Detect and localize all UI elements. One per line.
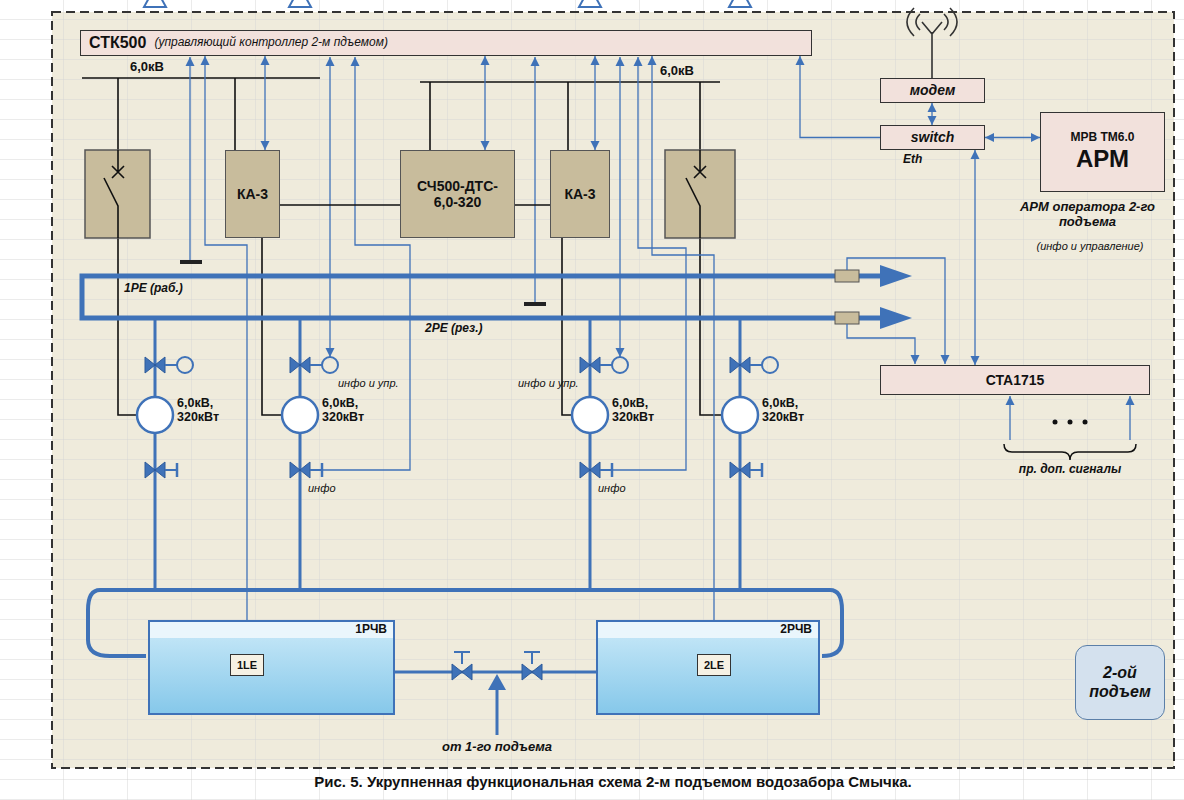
workstation-note: (инфо и управление) (1020, 240, 1160, 253)
voltage-label: 6,0кВ (130, 60, 164, 75)
signal-note: инфо и упр. (518, 377, 579, 390)
node-text: МРВ ТМ6.0 (1070, 131, 1134, 145)
pump-rating: 6,0кВ, 320кВт (612, 396, 672, 425)
sensor-label: 2РЕ (рез.) (425, 322, 482, 336)
pump-rating: 6,0кВ, 320кВт (762, 396, 822, 425)
signal-link (985, 137, 1040, 138)
inlet-label: от 1-го подъема (427, 740, 567, 755)
signal-link (264, 56, 265, 150)
network-label: Eth (903, 153, 922, 167)
signals-brace (1004, 444, 1136, 460)
water-tank: 1РЧВ 1LE (148, 620, 395, 715)
workstation-box: МРВ ТМ6.0АРМ (1040, 112, 1165, 192)
stage-badge: 2-ой подъем (1075, 645, 1165, 720)
pump-rating: 6,0кВ, 320кВт (322, 396, 382, 425)
level-sensor: 2LE (697, 654, 731, 676)
pressure-sensor (524, 302, 546, 306)
node-text: switch (911, 129, 955, 145)
signal-link (484, 56, 485, 150)
node-text: 2LE (704, 659, 724, 672)
flow-sensor (835, 312, 859, 324)
modem-box: модем (880, 78, 985, 103)
pump-unit (572, 0, 628, 590)
node-text: 2РЧВ (780, 623, 812, 637)
station-border (52, 12, 1174, 768)
signal-link (800, 56, 880, 138)
node-text: КА-3 (564, 186, 595, 202)
flow-sensor (835, 270, 859, 282)
signal-link (652, 56, 714, 654)
level-sensor: 1LE (230, 654, 264, 676)
pump-rating: 6,0кВ, 320кВт (177, 396, 237, 425)
signal-note: инфо (308, 482, 336, 495)
figure-caption: Рис. 5. Укрупненная функциональная схема… (52, 773, 1174, 790)
node-text: (управляющий контроллер 2-м пдъемом) (154, 36, 388, 50)
soft-starter-box: СЧ500-ДТС- 6,0-320 (400, 150, 515, 238)
signal-note: инфо и упр. (338, 377, 399, 390)
workstation-label: АРМ оператора 2-го подъема (1005, 200, 1170, 230)
node-text: СТК500 (89, 34, 146, 52)
more-signals-dots (1053, 420, 1088, 425)
circuit-breaker (665, 150, 735, 238)
pressure-sensor (180, 260, 202, 264)
signal-link (594, 56, 595, 150)
controller-box: СТК500 (управляющий контроллер 2-м пдъемо… (80, 30, 812, 56)
io-module-box: СТА1715 (880, 365, 1150, 395)
signals-label: пр. доп. сигналы (995, 463, 1145, 477)
signal-note: инфо (598, 482, 626, 495)
antenna (907, 8, 957, 78)
tank-link-pipe (395, 652, 596, 735)
contactor-box: КА-3 (550, 150, 610, 238)
circuit-breaker (85, 150, 150, 238)
switch-box: switch (880, 125, 985, 150)
signal-link (974, 150, 975, 365)
node-text: 1LE (237, 659, 257, 672)
node-text: 2-ой подъем (1080, 664, 1160, 701)
node-text: СТА1715 (986, 372, 1045, 388)
node-text: 1РЧВ (355, 623, 387, 637)
sensor-label: 1РЕ (раб.) (124, 282, 183, 296)
node-text: КА-3 (237, 186, 268, 202)
node-text: СЧ500-ДТС- 6,0-320 (405, 178, 510, 210)
water-tank: 2РЧВ 2LE (596, 620, 820, 715)
contactor-box: КА-3 (225, 150, 280, 238)
power-cable (515, 204, 550, 206)
pump-unit (282, 0, 338, 590)
pump-unit (722, 0, 778, 590)
power-cable (280, 204, 400, 206)
node-text: АРМ (1076, 145, 1129, 173)
signal-link (931, 103, 932, 125)
voltage-label: 6,0кВ (660, 64, 694, 79)
node-text: модем (910, 82, 956, 98)
signal-link (205, 56, 247, 654)
signal-lines (190, 57, 1130, 470)
pressure-pipes (82, 265, 912, 329)
